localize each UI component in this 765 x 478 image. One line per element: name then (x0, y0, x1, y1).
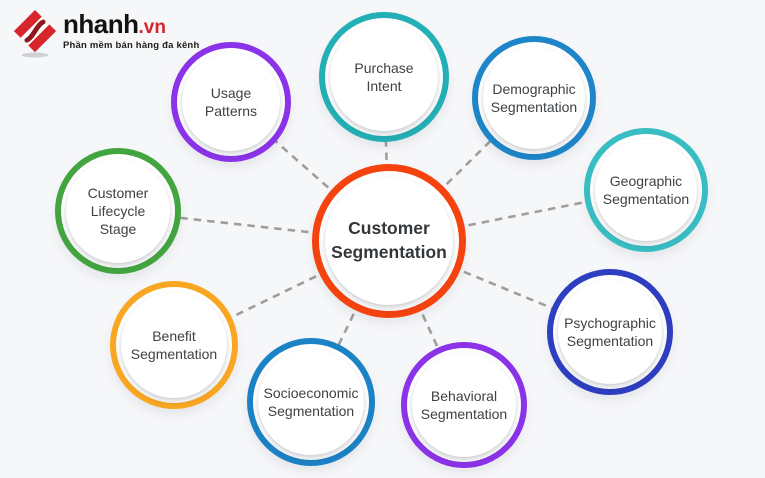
node-label-line: Lifecycle (90, 202, 146, 219)
node-label-line: Customer (348, 218, 430, 239)
node-label-line: Behavioral (430, 387, 498, 404)
node-label-line: Psychographic (564, 314, 656, 331)
logo-title: nhanh.vn (63, 11, 199, 37)
node-label-line: Intent (366, 78, 402, 94)
node-label-line: Usage (210, 84, 252, 101)
node-label-line: Geographic (609, 172, 683, 189)
node-label-line: Customer (87, 184, 149, 201)
nhanh-logo-icon (12, 8, 58, 58)
node-label-line: Purchase (354, 59, 414, 76)
node-label-line: Segmentation (331, 242, 447, 262)
node-label-line: Demographic (492, 80, 576, 97)
logo-tld: .vn (138, 17, 166, 38)
logo-tagline: Phần mềm bán hàng đa kênh (63, 40, 200, 51)
nhanh-logo: nhanh.vn Phần mềm bán hàng đa kênh (12, 8, 199, 58)
node-label-line: Benefit (152, 327, 196, 344)
node-label-line: Segmentation (602, 191, 690, 207)
node-label-line: Segmentation (566, 333, 654, 349)
node-label-line: Segmentation (490, 99, 578, 115)
nhanh-logo-text: nhanh.vn Phần mềm bán hàng đa kênh (63, 8, 199, 51)
node-label-line: Socioeconomic (263, 384, 359, 401)
node-label-line: Segmentation (420, 406, 508, 422)
node-label-line: Stage (99, 221, 137, 238)
node-label-line: Segmentation (267, 403, 355, 419)
node-label-line: Segmentation (130, 346, 218, 362)
logo-brand: nhanh (63, 9, 139, 39)
node-label-line: Patterns (204, 103, 258, 119)
